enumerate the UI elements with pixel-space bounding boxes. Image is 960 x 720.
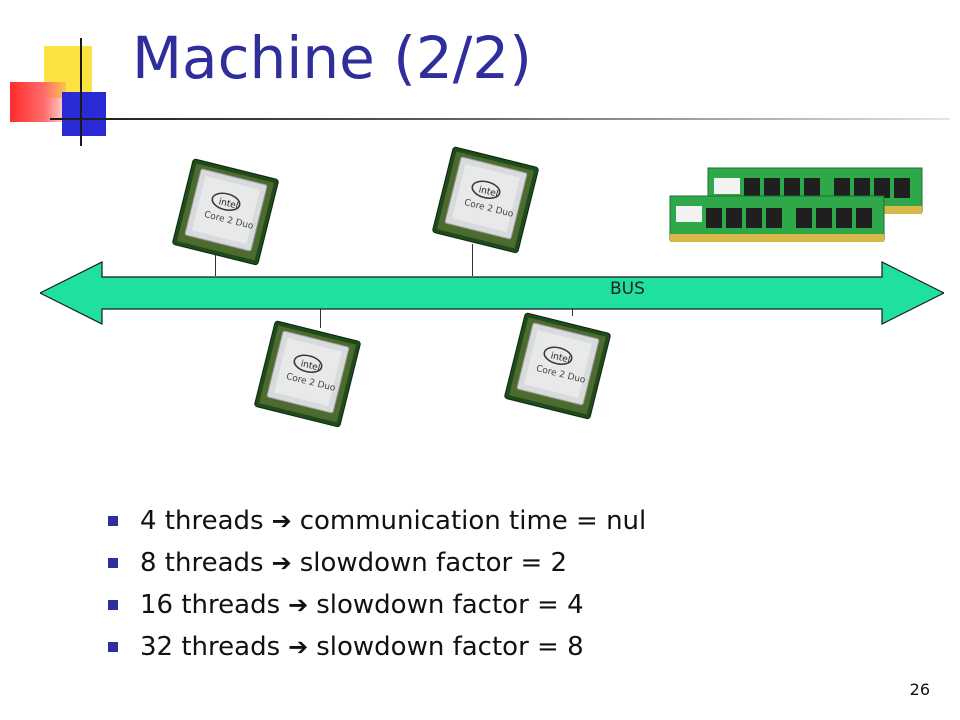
- cpu-icon: intel Core 2 Duo: [172, 158, 279, 266]
- bullet-text: communication time = nul: [299, 506, 647, 536]
- bullet-text: slowdown factor = 2: [299, 548, 568, 578]
- right-arrow-icon: ➔: [271, 549, 292, 577]
- slide-title: Machine (2/2): [132, 24, 532, 92]
- cpu-2-connector: [472, 244, 473, 276]
- bullet-square-icon: [108, 558, 118, 568]
- page-number: 26: [909, 680, 930, 699]
- cpu-icon: intel Core 2 Duo: [504, 312, 611, 420]
- bullet-item: 4 threads ➔ communication time = nul: [108, 500, 646, 542]
- bullet-text: slowdown factor = 8: [316, 632, 584, 662]
- svg-text:intel: intel: [300, 359, 322, 373]
- bullet-square-icon: [108, 642, 118, 652]
- bullet-item: 32 threads ➔ slowdown factor = 8: [108, 626, 646, 668]
- bullet-square-icon: [108, 516, 118, 526]
- bullet-square-icon: [108, 600, 118, 610]
- bullet-lead: 16 threads: [140, 590, 281, 620]
- ram-modules: [669, 167, 923, 242]
- bus: [40, 261, 944, 325]
- title-decoration-vertical-line: [80, 38, 82, 146]
- cpu-icon: intel Core 2 Duo: [432, 146, 539, 254]
- bullet-lead: 32 threads: [140, 632, 281, 662]
- right-arrow-icon: ➔: [288, 633, 309, 661]
- right-arrow-icon: ➔: [288, 591, 309, 619]
- cpu-chip-3: intel Core 2 Duo: [254, 320, 361, 428]
- title-decoration-blue: [62, 92, 106, 136]
- bus-label: BUS: [610, 279, 645, 299]
- svg-text:intel: intel: [478, 185, 500, 199]
- bullet-lead: 4 threads: [140, 506, 264, 536]
- svg-text:intel: intel: [218, 197, 240, 211]
- cpu-3-connector: [320, 298, 321, 328]
- cpu-chip-4: intel Core 2 Duo: [504, 312, 611, 420]
- bullet-lead: 8 threads: [140, 548, 264, 578]
- title-decoration-red: [10, 82, 66, 122]
- bullet-item: 8 threads ➔ slowdown factor = 2: [108, 542, 646, 584]
- cpu-chip-2: intel Core 2 Duo: [432, 146, 539, 254]
- bullet-item: 16 threads ➔ slowdown factor = 4: [108, 584, 646, 626]
- cpu-chip-1: intel Core 2 Duo: [172, 158, 279, 266]
- cpu-1-connector: [215, 250, 216, 276]
- title-underline: [50, 118, 950, 120]
- ram-stick-front: [669, 195, 885, 242]
- bullet-text: slowdown factor = 4: [316, 590, 584, 620]
- svg-text:intel: intel: [550, 351, 572, 365]
- bullet-list: 4 threads ➔ communication time = nul 8 t…: [108, 500, 646, 668]
- right-arrow-icon: ➔: [271, 507, 292, 535]
- cpu-icon: intel Core 2 Duo: [254, 320, 361, 428]
